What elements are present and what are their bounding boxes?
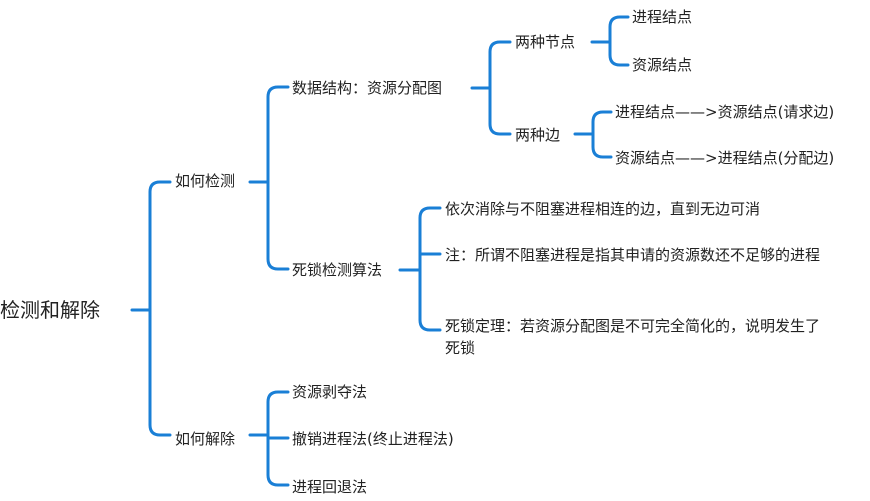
connector-edges: [573, 110, 613, 159]
resolve-item: 资源剥夺法: [292, 383, 368, 401]
topic-edges: 两种边: [515, 126, 561, 144]
topic-data-structure: 数据结构：资源分配图: [292, 79, 443, 97]
connector-nodes: [590, 15, 630, 67]
edge-item: 进程结点——>资源结点(请求边): [615, 103, 835, 121]
edge-item: 资源结点——>进程结点(分配边): [615, 149, 835, 167]
algorithm-note: 注：所谓不阻塞进程是指其申请的资源数还不足够的进程: [445, 246, 821, 264]
connector-algorithm: [398, 206, 442, 332]
algorithm-theorem: 死锁定理：若资源分配图是不可完全简化的，说明发生了死锁: [445, 317, 821, 357]
topic-nodes: 两种节点: [515, 33, 576, 51]
node-item: 进程结点: [632, 8, 693, 26]
node-item: 资源结点: [632, 56, 693, 74]
topic-detect: 如何检测: [175, 172, 236, 190]
connector-data-structure: [470, 40, 512, 136]
resolve-item: 进程回退法: [292, 478, 368, 496]
connector-resolve: [248, 390, 290, 487]
topic-resolve: 如何解除: [175, 430, 236, 448]
connector-detect: [248, 85, 290, 271]
connector-root: [130, 180, 172, 437]
resolve-item: 撤销进程法(终止进程法): [292, 430, 454, 448]
root-topic: 检测和解除: [0, 298, 100, 322]
topic-algorithm: 死锁检测算法: [292, 261, 383, 279]
algorithm-item: 依次消除与不阻塞进程相连的边，直到无边可消: [445, 200, 761, 218]
